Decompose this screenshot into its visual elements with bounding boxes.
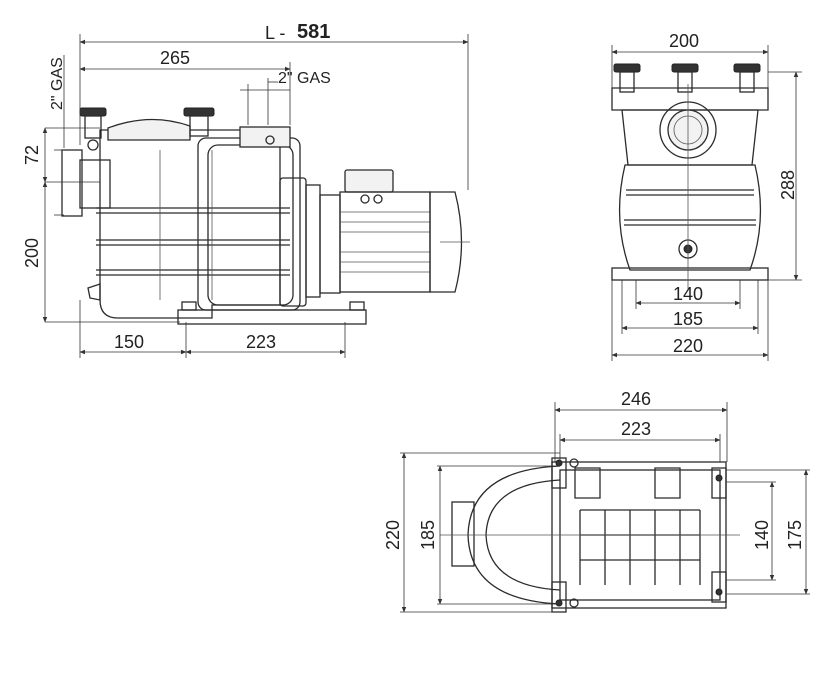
top-dim-175-label: 175: [785, 520, 805, 550]
side-view-base: [177, 301, 367, 325]
front-view: 200 288 140 185 220: [611, 31, 802, 361]
top-view-dimensions: [400, 402, 810, 613]
side-dim-150-label: 150: [114, 332, 144, 352]
front-dim-185-label: 185: [673, 309, 703, 329]
side-dim-223-label: 223: [246, 332, 276, 352]
side-dim-200-label: 200: [22, 238, 42, 268]
side-view: L - 581 265 2" GAS 2" GAS 72 200 150 223: [22, 21, 470, 358]
top-view-pump-body: [440, 457, 740, 613]
length-prefix-label: L -: [265, 23, 285, 43]
front-dim-220-label: 220: [673, 336, 703, 356]
top-dim-185-label: 185: [418, 520, 438, 550]
front-dim-288-label: 288: [778, 170, 798, 200]
side-view-motor: [279, 169, 470, 307]
front-dim-200-label: 200: [669, 31, 699, 51]
front-view-pump-body: [611, 63, 769, 290]
side-dim-72-label: 72: [22, 145, 42, 165]
side-dim-265-label: 265: [160, 48, 190, 68]
front-view-dimensions: [611, 45, 802, 361]
top-view: 246 223 220 185 140 175: [383, 389, 810, 613]
side-view-dimensions: [42, 34, 469, 358]
side-view-pump-body: [61, 107, 301, 319]
length-value-label: 581: [297, 21, 330, 43]
top-dim-223-label: 223: [621, 419, 651, 439]
front-dim-140-label: 140: [673, 284, 703, 304]
side-gas-top-label: 2" GAS: [278, 70, 331, 87]
side-gas-left-label: 2" GAS: [49, 57, 66, 110]
top-dim-246-label: 246: [621, 389, 651, 409]
top-dim-140-label: 140: [752, 520, 772, 550]
top-dim-220-label: 220: [383, 520, 403, 550]
